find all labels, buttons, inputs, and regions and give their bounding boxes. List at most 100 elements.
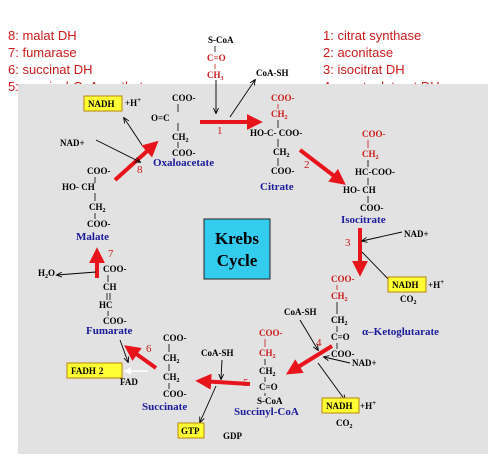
svg-text:NADH: NADH	[392, 280, 419, 290]
svg-text:C=O: C=O	[331, 332, 350, 342]
name-malate: Malate	[76, 231, 109, 243]
step-4-arrow	[285, 344, 334, 375]
gdp-in-arrow-5	[221, 359, 222, 379]
name-oxaloacetate: Oxaloacetate	[153, 157, 214, 169]
step-2-arrow	[298, 148, 346, 185]
krebs-cycle-box	[203, 218, 271, 280]
nadh-box-8: NADH	[83, 95, 123, 112]
gdp-label: GDP	[223, 431, 243, 441]
name-citrate: Citrate	[260, 181, 294, 193]
acetyl-coa-scoa: S-CoA	[208, 35, 234, 45]
step-number-5: 5	[243, 377, 249, 389]
oxaloacetate-formula: COO- O=C CH2 COO-	[151, 93, 196, 158]
svg-text:CH2: CH2	[331, 315, 348, 327]
malate-formula: COO- HO- CH CH2 COO-	[62, 166, 111, 229]
hplus-label-4: +H+	[360, 399, 376, 411]
legend-item-aconitase: 2: aconitase	[323, 45, 394, 60]
svg-text:O=C: O=C	[151, 113, 170, 123]
gtp-box: GTP	[177, 422, 205, 439]
step-number-3: 3	[345, 237, 351, 249]
svg-text:COO-: COO-	[163, 333, 187, 343]
nadh-box-3: NADH	[387, 276, 427, 293]
coash-out-arrow-1	[229, 80, 255, 118]
nadh-box-4: NADH	[321, 397, 360, 414]
svg-text:COO-: COO-	[103, 264, 127, 274]
coash-label-1: CoA-SH	[256, 68, 289, 78]
step-6-arrow	[124, 345, 158, 370]
nad-in-arrow-8	[95, 139, 140, 162]
step-number-4: 4	[316, 337, 322, 349]
svg-text:GTP: GTP	[181, 426, 200, 436]
legend-item-succinat-dh: 6: succinat DH	[8, 62, 93, 77]
step-number-6: 6	[146, 343, 152, 355]
succinate-formula: COO- CH2 CH2 COO-	[163, 333, 187, 399]
coash-label-5: CoA-SH	[201, 348, 234, 358]
hplus-label-3: +H+	[428, 278, 444, 290]
nad-label-8: NAD+	[60, 138, 85, 148]
gtp-out-arrow-5	[200, 385, 217, 422]
svg-text:COO-: COO-	[331, 349, 355, 359]
krebs-cycle-title-line2: Cycle	[217, 251, 258, 270]
nad-label-4: NAD+	[352, 358, 377, 368]
svg-text:COO-: COO-	[172, 148, 196, 158]
nad-label-3: NAD+	[404, 229, 429, 239]
svg-text:COO-: COO-	[271, 93, 295, 103]
coash-label-4: CoA-SH	[284, 307, 317, 317]
step-number-7: 7	[108, 248, 114, 260]
step-number-8: 8	[137, 164, 143, 176]
fad-label: FAD	[120, 377, 138, 387]
fadh2-arrowhead	[124, 367, 131, 375]
svg-text:COO-: COO-	[172, 93, 196, 103]
co2-label-4: CO2	[336, 418, 353, 430]
legend-item-isocitrat-dh: 3: isocitrat DH	[323, 62, 405, 77]
hplus-label-8: +H+	[125, 96, 141, 108]
svg-text:CH2: CH2	[273, 147, 290, 159]
nad-in-arrow-4	[324, 357, 351, 364]
svg-text:CH2: CH2	[259, 366, 276, 378]
svg-text:HO- CH: HO- CH	[343, 185, 376, 195]
svg-text:CH2: CH2	[259, 348, 276, 360]
svg-text:COO-: COO-	[271, 166, 295, 176]
citrate-formula: COO- CH2 HO-C- COO- CH2 COO-	[250, 93, 302, 176]
acetyl-coa-formula: S-CoA C=O CH3	[207, 35, 234, 82]
svg-text:COO-: COO-	[331, 274, 355, 284]
step-number-2: 2	[304, 159, 310, 171]
svg-text:COO-: COO-	[360, 203, 384, 213]
name-isocitrate: Isocitrate	[341, 214, 386, 226]
step-5-arrow	[195, 373, 251, 390]
nadh-out-arrow-4	[317, 362, 345, 400]
nad-in-arrow-3	[362, 231, 403, 241]
svg-text:CH2: CH2	[331, 291, 348, 303]
svg-text:CH2: CH2	[271, 109, 288, 121]
name-fumarate: Fumarate	[86, 325, 133, 337]
svg-text:CH: CH	[103, 282, 117, 292]
svg-text:HO- CH: HO- CH	[62, 182, 95, 192]
svg-text:COO-: COO-	[103, 316, 127, 326]
h2o-in-arrow-7	[57, 271, 97, 275]
succinyl-coa-formula: COO- CH2 CH2 C=O S-CoA	[257, 328, 283, 406]
name-succinate: Succinate	[142, 401, 187, 413]
legend-item-citrat-synthase: 1: citrat synthase	[323, 28, 422, 43]
coash-in-arrow-4	[299, 319, 318, 350]
svg-text:COO-: COO-	[87, 166, 111, 176]
krebs-cycle-title-line1: Krebs	[215, 229, 259, 248]
nadh-out-arrow-8	[124, 118, 143, 146]
name-succinyl-coa: Succinyl-CoA	[234, 406, 299, 418]
step-number-1: 1	[217, 125, 223, 137]
name-ketoglutarate: α–Ketoglutarate	[362, 326, 439, 338]
svg-text:CH2: CH2	[163, 353, 180, 365]
svg-text:CH2: CH2	[172, 132, 189, 144]
svg-text:HC-COO-: HC-COO-	[355, 167, 395, 177]
svg-text:HC: HC	[99, 300, 113, 310]
legend-item-malat-dh: 8: malat DH	[8, 28, 77, 43]
svg-text:S-CoA: S-CoA	[257, 396, 283, 406]
svg-text:CH2: CH2	[163, 372, 180, 384]
legend-item-fumarase: 7: fumarase	[8, 45, 77, 60]
svg-text:CH2: CH2	[89, 202, 106, 214]
svg-text:NADH: NADH	[326, 401, 353, 411]
isocitrate-formula: COO- CH2 HC-COO- HO- CH COO-	[343, 129, 395, 213]
svg-text:CH3: CH3	[207, 70, 224, 82]
